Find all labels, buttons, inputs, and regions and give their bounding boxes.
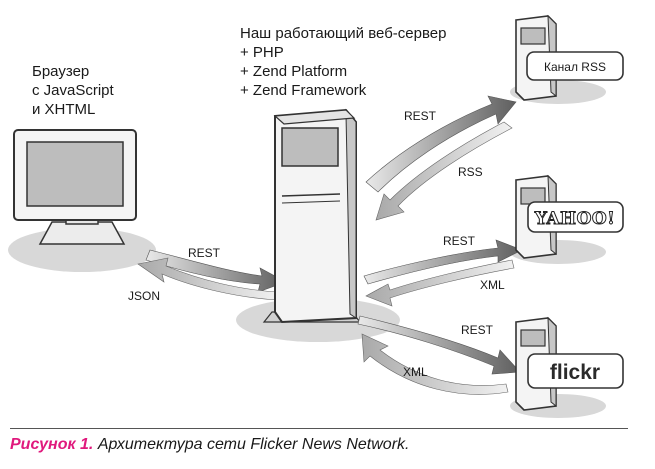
label-yahoo-to-server: XML [480, 278, 505, 292]
arrow-server-to-browser [137, 257, 279, 301]
server-description: Наш работающий веб-сервер + PHP + Zend P… [240, 25, 446, 99]
browser-line-2: с JavaScript [32, 82, 115, 99]
yahoo-badge: YAHOO! [527, 201, 624, 233]
server-title: Наш работающий веб-сервер [240, 25, 446, 42]
server-feature-zend-framework: + Zend Framework [240, 82, 367, 99]
caption-divider [10, 428, 628, 429]
arrow-rss-to-server [375, 121, 513, 221]
browser-line-3: и XHTML [32, 101, 95, 118]
flickr-badge: flickr [527, 353, 624, 389]
arrow-yahoo-to-server [365, 259, 515, 307]
flickr-logo: flickr [550, 361, 600, 384]
label-rss-to-server: RSS [458, 165, 483, 179]
web-server-icon [262, 108, 362, 324]
server-feature-php: + PHP [240, 44, 284, 61]
browser-line-1: Браузер [32, 63, 89, 80]
label-server-to-yahoo: REST [443, 234, 476, 248]
arrow-server-to-yahoo [363, 239, 523, 285]
label-server-to-rss: REST [404, 109, 437, 123]
browser-description: Браузер с JavaScript и XHTML [32, 63, 115, 118]
label-flickr-to-server: XML [403, 365, 428, 379]
arrow-browser-to-server [145, 249, 287, 293]
browser-monitor-icon [13, 129, 137, 245]
caption-text: Архитектура сети Flicker News Network. [97, 436, 410, 453]
label-server-to-browser: JSON [128, 289, 160, 303]
arrow-flickr-to-server [361, 333, 509, 395]
server-feature-zend-platform: + Zend Platform [240, 63, 347, 80]
rss-feed-label: Канал RSS [544, 60, 606, 74]
rss-feed-badge: Канал RSS [526, 51, 624, 81]
arrow-server-to-rss [365, 95, 517, 193]
caption-lead: Рисунок 1. [10, 436, 94, 453]
yahoo-logo: YAHOO! [534, 209, 615, 229]
label-server-to-flickr: REST [461, 323, 494, 337]
figure-caption: Рисунок 1. Архитектура сети Flicker News… [10, 436, 409, 454]
label-browser-to-server: REST [188, 246, 221, 260]
